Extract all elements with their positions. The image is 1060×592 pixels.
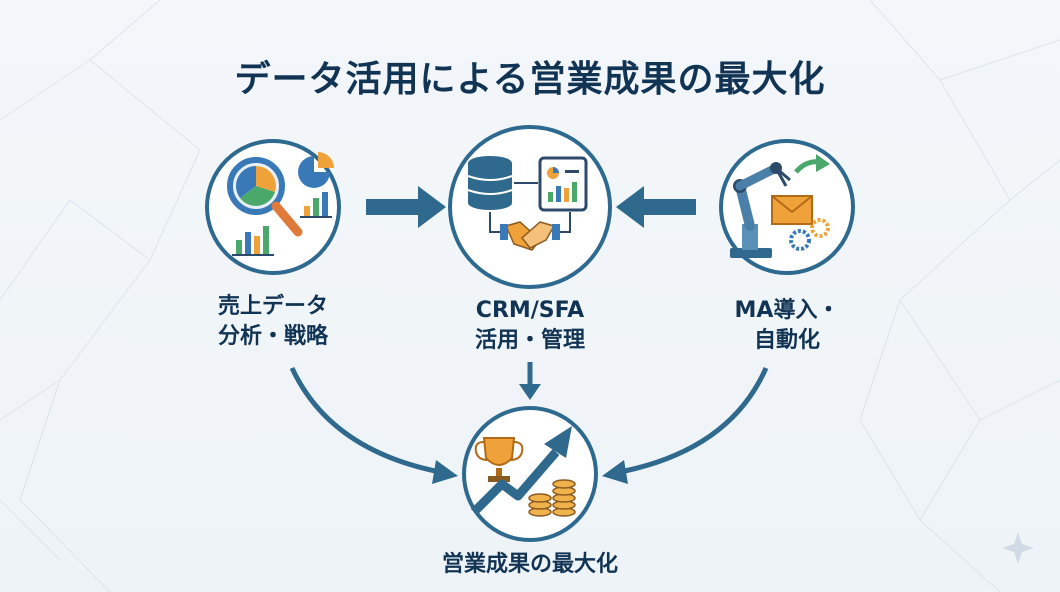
magnifier-chart-icon bbox=[227, 152, 334, 256]
label-sales-line1: 売上データ bbox=[217, 294, 328, 319]
label-sales-line2: 分析・戦略 bbox=[217, 324, 328, 349]
label-sales-analysis: 売上データ 分析・戦略 bbox=[193, 292, 353, 352]
label-crm-line2: 活用・管理 bbox=[474, 328, 585, 353]
trophy-growth-icon bbox=[470, 426, 576, 517]
node-crm-sfa bbox=[448, 125, 612, 289]
page-title: データ活用による営業成果の最大化 bbox=[234, 59, 826, 100]
database-handshake-icon bbox=[467, 156, 588, 251]
label-ma-automation: MA導入・ 自動化 bbox=[707, 296, 867, 356]
arrow-sales-to-result bbox=[289, 366, 458, 484]
label-ma-line2: 自動化 bbox=[753, 328, 820, 353]
node-ma-automation bbox=[719, 139, 855, 275]
label-crm-sfa: CRM/SFA 活用・管理 bbox=[450, 296, 610, 356]
node-result bbox=[462, 406, 598, 542]
arrow-ma-to-crm bbox=[616, 186, 696, 228]
label-crm-line1: CRM/SFA bbox=[475, 298, 585, 323]
arrow-ma-to-result bbox=[602, 366, 769, 484]
node-sales-analysis bbox=[205, 139, 341, 275]
label-ma-line1: MA導入・ bbox=[734, 298, 840, 323]
label-result: 営業成果の最大化 bbox=[400, 550, 660, 580]
arrow-crm-to-result bbox=[519, 362, 541, 400]
robot-arm-email-icon bbox=[730, 154, 830, 258]
arrow-sales-to-crm bbox=[366, 186, 446, 228]
label-result-text: 営業成果の最大化 bbox=[441, 552, 618, 577]
